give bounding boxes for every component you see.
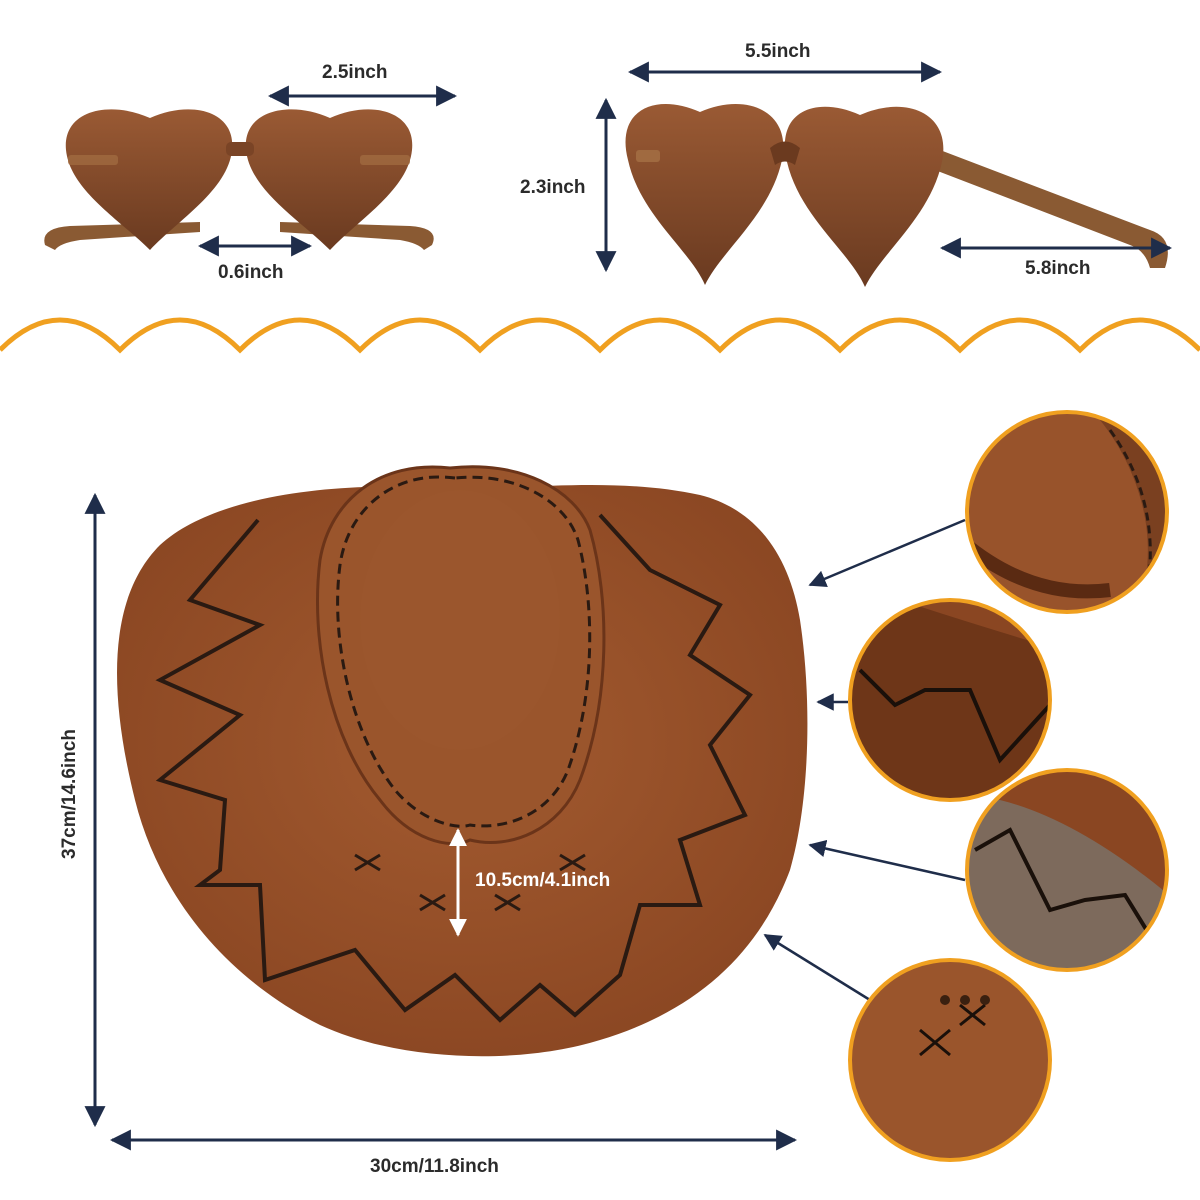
inner-brim-detail bbox=[965, 768, 1169, 972]
sunglasses-large-image bbox=[625, 103, 1168, 287]
large-glasses-width-label: 5.5inch bbox=[745, 41, 811, 62]
scalloped-divider bbox=[0, 317, 1200, 354]
cowboy-hat-image bbox=[117, 465, 808, 1057]
hat-width-label: 30cm/11.8inch bbox=[370, 1156, 499, 1177]
crown-cross-stitch-detail bbox=[848, 958, 1052, 1162]
detail-callout-arrows bbox=[763, 518, 966, 1002]
temple-length-label: 5.8inch bbox=[1025, 258, 1091, 279]
hat-dimension-arrows bbox=[84, 492, 798, 1151]
hat-crown-height-label: 10.5cm/4.1inch bbox=[475, 870, 611, 891]
sunglasses-small-image bbox=[44, 109, 434, 251]
hat-height-label: 37cm/14.6inch bbox=[59, 729, 80, 859]
small-glasses-bridge-label: 0.6inch bbox=[218, 262, 284, 283]
small-glasses-width-label: 2.5inch bbox=[322, 62, 388, 83]
large-glasses-height-label: 2.3inch bbox=[520, 177, 586, 198]
crown-stitching-detail bbox=[965, 410, 1169, 614]
glasses-dimension-arrows bbox=[197, 61, 1173, 273]
